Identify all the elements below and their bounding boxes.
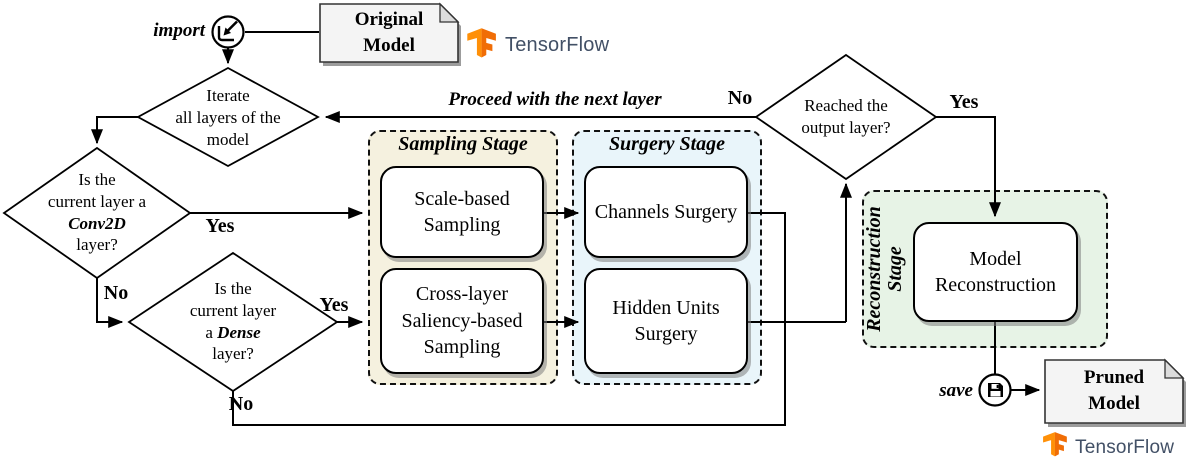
save-icon — [978, 373, 1012, 407]
doc-fold-corner — [439, 2, 460, 23]
reached-no-label: No — [727, 87, 753, 109]
tensorflow-wordmark-top: TensorFlow — [505, 34, 610, 56]
doc-body — [1044, 359, 1184, 424]
import-icon — [211, 15, 245, 49]
tensorflow-logo-icon-bottom — [1043, 432, 1067, 457]
reached-diamond-label: Reached the output layer? — [766, 95, 926, 139]
connector-reached-yes — [936, 116, 1001, 218]
doc-fold-corner — [1164, 358, 1185, 379]
tensorflow-wordmark-bottom: TensorFlow — [1075, 437, 1175, 458]
conv2d-yes-label: Yes — [205, 215, 235, 237]
iterate-line3: model — [206, 129, 250, 149]
model-reconstruction-box: Model Reconstruction — [913, 222, 1078, 322]
iterate-line2: all layers of the — [175, 107, 281, 127]
save-label: save — [939, 380, 973, 401]
dense-no-label: No — [228, 393, 254, 415]
original-model-doc-shape — [319, 2, 461, 66]
reached-line2: output layer? — [801, 117, 891, 137]
reconstruction-title-line2: Stage — [884, 246, 906, 292]
reached-diamond-shape — [754, 53, 938, 181]
connector-conv2d-no — [96, 278, 124, 328]
channels-surgery-box: Channels Surgery — [584, 166, 748, 258]
conv2d-diamond-shape — [2, 146, 192, 280]
pruned-model-doc-shape — [1044, 358, 1186, 427]
sampling-stage-title: Sampling Stage — [398, 133, 528, 155]
reconstruction-stage-title: Reconstruction Stage — [863, 184, 906, 354]
reached-yes-label: Yes — [949, 91, 979, 113]
conv2d-no-label: No — [103, 282, 129, 304]
pruned-model-doc-title: Pruned Model — [1083, 367, 1145, 414]
import-label: import — [153, 20, 205, 41]
cross-layer-saliency-sampling-box: Cross-layer Saliency-based Sampling — [380, 268, 544, 374]
conv2d-diamond-label: Is the current layer a Conv2D layer? — [12, 169, 182, 256]
conv2d-line1: Is the — [78, 170, 116, 189]
surgery-stage-title: Surgery Stage — [608, 133, 726, 155]
dense-line4: layer? — [212, 344, 254, 364]
dense-diamond-shape — [127, 251, 339, 393]
scale-based-sampling-box: Scale-based Sampling — [380, 166, 544, 258]
conv2d-keyword: Conv2D — [68, 213, 126, 233]
tensorflow-logo-icon-top — [467, 28, 496, 58]
iterate-line1: Iterate — [206, 86, 250, 105]
dense-diamond-label: Is the current layer a Dense layer? — [148, 278, 318, 365]
original-model-doc-title: Original Model — [354, 9, 424, 56]
iterate-diamond-shape — [136, 66, 320, 168]
reconstruction-title-line1: Reconstruction — [863, 206, 885, 332]
connector-iterate-to-conv2d — [91, 116, 138, 145]
doc-body — [319, 3, 459, 63]
connectors — [91, 31, 1041, 426]
proceed-next-layer-label: Proceed with the next layer — [448, 89, 662, 110]
hidden-units-surgery-box: Hidden Units Surgery — [584, 268, 748, 374]
dense-yes-label: Yes — [319, 294, 349, 316]
dense-line2: current layer — [189, 300, 277, 320]
reached-line1: Reached the — [804, 96, 888, 115]
conv2d-line4: layer? — [76, 235, 118, 255]
conv2d-line2: current layer a — [47, 191, 147, 211]
dense-line1: Is the — [214, 279, 252, 298]
iterate-diamond-label: Iterate all layers of the model — [143, 85, 313, 150]
decision-diamonds — [2, 53, 938, 393]
connector-dense-no-bypass — [232, 391, 786, 426]
dense-keyword: Dense — [217, 322, 261, 342]
dense-line3-prefix: a — [205, 322, 218, 342]
